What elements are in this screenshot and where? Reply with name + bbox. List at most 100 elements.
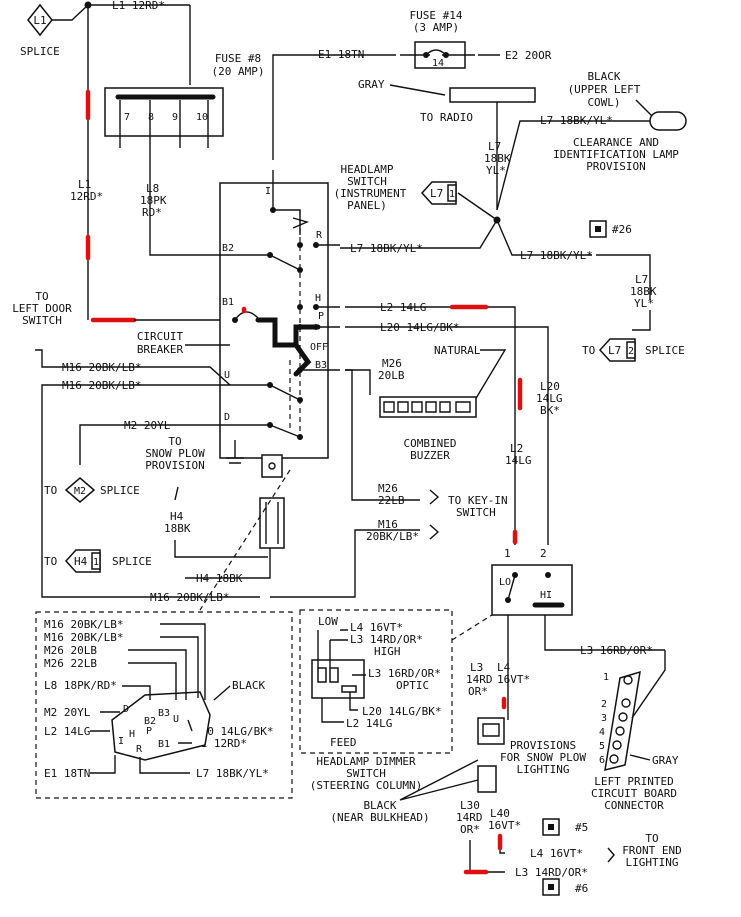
diagram-label: L7 18BK/YL* (350, 242, 423, 255)
diagram-label: TO (168, 435, 181, 448)
headlamp-switch-inset (35, 611, 293, 799)
diagram-label: M16 20BK/LB* (62, 379, 141, 392)
diagram-label: D (123, 704, 129, 715)
wire-l1-top: L1 12RD* (112, 0, 165, 12)
diagram-label: L7 18BK/YL* (540, 114, 613, 127)
diagram-label: H4 (74, 555, 88, 568)
diagram-label: B3 (315, 360, 327, 371)
diagram-label: (NEAR BULKHEAD) (330, 811, 429, 824)
diagram-label: 8 (148, 112, 154, 123)
diagram-label: 18BK (484, 152, 511, 165)
diagram-label: BLACK (587, 70, 620, 83)
diagram-label: HEADLAMP DIMMER (316, 755, 416, 768)
diagram-label: GRAY (652, 754, 679, 767)
diagram-label: BK* (540, 404, 560, 417)
diagram-label: L3 16RD/OR* (580, 644, 653, 657)
diagram-label: PROVISIONS (510, 739, 576, 752)
diagram-label: L7 (430, 187, 443, 200)
diagram-label: OFF (310, 342, 328, 353)
fuse8-block: FUSE #8 (20 AMP) 7 8 9 10 (104, 52, 264, 148)
diagram-label: IDENTIFICATION LAMP (553, 148, 679, 161)
diagram-label: 14LG (536, 392, 563, 405)
diagram-label: M16 20BK/LB* (44, 618, 123, 631)
diagram-label: L4 16VT* (530, 847, 583, 860)
diagram-label: L7 (488, 140, 501, 153)
diagram-label: L3 16RD/OR* (368, 667, 441, 680)
diagram-label: CIRCUIT BOARD (591, 787, 677, 800)
diagram-label: 2 (601, 699, 607, 710)
diagram-label: L7 (608, 344, 621, 357)
radio-connector (449, 87, 536, 103)
diagram-label: (3 AMP) (413, 21, 459, 34)
diagram-label: L2 14LG (44, 725, 90, 738)
diagram-label: P (146, 726, 152, 737)
diagram-label: L20 14LG/BK* (194, 725, 273, 738)
bulkhead-connector (477, 765, 497, 793)
diagram-label: L8 (146, 182, 159, 195)
diagram-label: TO KEY-IN (448, 494, 508, 507)
diagram-label: (STEERING COLUMN) (310, 779, 423, 792)
diagram-label: LIGHTING (517, 763, 570, 776)
diagram-label: BLACK (363, 799, 396, 812)
diagram-label: L40 (490, 807, 510, 820)
diagram-label: 9 (172, 112, 178, 123)
diagram-label: GRAY (358, 78, 385, 91)
diagram-label: LOW (318, 615, 338, 628)
diagram-label: H (129, 729, 135, 740)
diagram-label: HIGH (374, 645, 401, 658)
snow-plow-connector (477, 717, 505, 745)
diagram-label: L3 (470, 661, 483, 674)
diagram-label: P (318, 311, 324, 322)
diagram-label: BLACK (232, 679, 265, 692)
diagram-label: M2 (74, 486, 86, 497)
diagram-label: PANEL) (347, 199, 387, 212)
diagram-label: FUSE #8 (215, 52, 261, 65)
diagram-label: SNOW PLOW (145, 447, 205, 460)
diagram-label: L20 14LG/BK* (380, 321, 459, 334)
diagram-label: 1 (93, 557, 99, 568)
diagram-label: L20 14LG/BK* (362, 705, 441, 718)
diagram-label: CIRCUIT (137, 330, 184, 343)
diagram-label: L8 18PK/RD* (44, 679, 117, 692)
diagram-label: SWITCH (346, 767, 386, 780)
diagram-label: FRONT END (622, 844, 682, 857)
diagram-label: 18BK (630, 285, 657, 298)
diagram-label: FOR SNOW PLOW (500, 751, 586, 764)
diagram-label: TO (35, 290, 48, 303)
diagram-label: M26 (378, 482, 398, 495)
diagram-label: B2 (144, 716, 156, 727)
diagram-label: 14 (432, 58, 444, 69)
diagram-label: 14RD (466, 673, 493, 686)
diagram-label: COWL) (587, 96, 620, 109)
diagram-label: #5 (575, 821, 588, 834)
diagram-label: 2 (540, 547, 547, 560)
h4-connector (259, 497, 285, 549)
diagram-label: TO (44, 484, 57, 497)
diagram-label: SWITCH (347, 175, 387, 188)
diagram-label: M2 20YL (44, 706, 91, 719)
diagram-label: D (224, 412, 230, 423)
diagram-label: 1 (504, 547, 511, 560)
diagram-label: M16 20BK/LB* (44, 631, 123, 644)
l7-splice-badge-2: L7 2 (598, 338, 636, 362)
diagram-label: SWITCH (22, 314, 62, 327)
diagram-label: 16VT* (488, 819, 521, 832)
diagram-label: H4 18BK (196, 572, 243, 585)
diagram-label: 4 (599, 727, 605, 738)
diagram-label: PROVISION (586, 160, 646, 173)
diagram-label: NATURAL (434, 344, 481, 357)
diagram-label: FUSE #14 (410, 9, 463, 22)
diagram-label: (UPPER LEFT (568, 83, 641, 96)
diagram-label: CONNECTOR (604, 799, 664, 812)
diagram-label: I (118, 736, 124, 747)
diagram-label: E1 18TN (44, 767, 90, 780)
diagram-label: LEFT PRINTED (594, 775, 673, 788)
diagram-label: FEED (330, 736, 357, 749)
diagram-label: SPLICE (645, 344, 685, 357)
diagram-label: B1 (222, 297, 234, 308)
diagram-label: CLEARANCE AND (573, 136, 659, 149)
diagram-label: 18PK (140, 194, 167, 207)
diagram-label: SWITCH (456, 506, 496, 519)
